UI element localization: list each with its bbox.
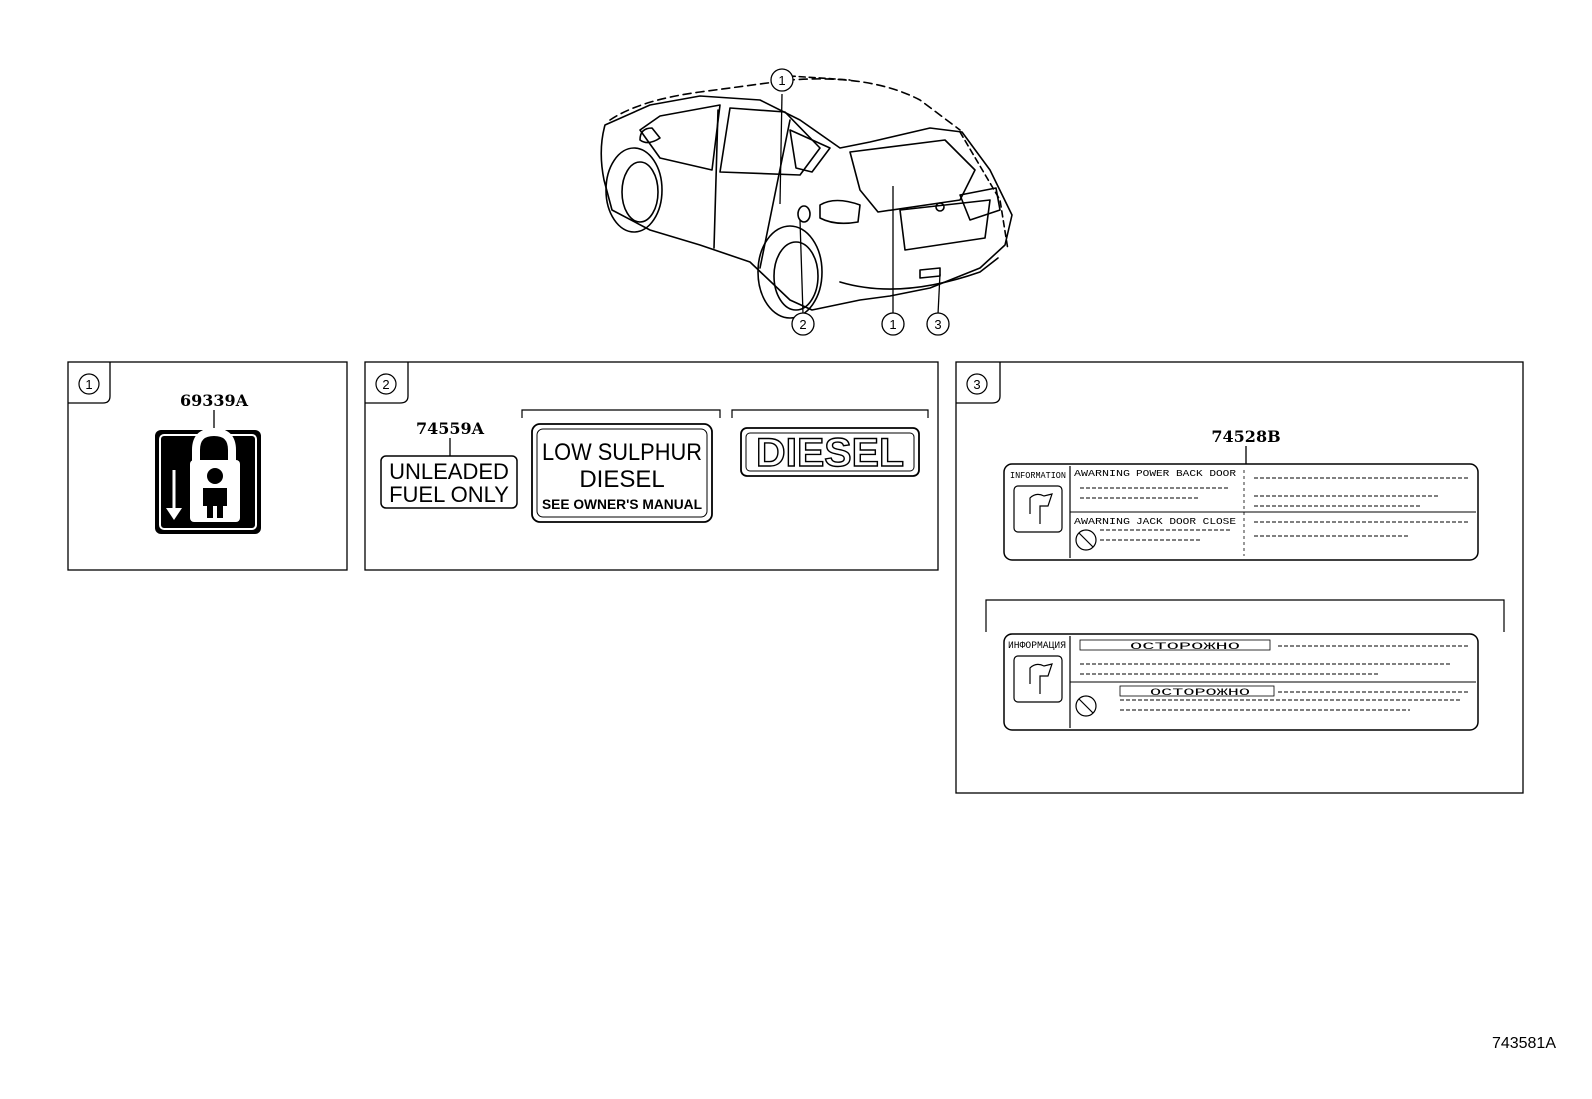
diesel-text: DIESEL xyxy=(756,431,904,475)
callout-1-top xyxy=(770,68,794,92)
vehicle-illustration xyxy=(600,75,1013,319)
panel-2: 2 74559A UNLEADED FUEL ONLY LOW SULPHUR … xyxy=(364,361,939,571)
panel-3-number: 3 xyxy=(973,377,980,392)
callout-1-bottom xyxy=(881,312,905,336)
callout-3-label: 3 xyxy=(934,317,941,332)
panel-1-number: 1 xyxy=(85,377,92,392)
info-text-ru: ИНФОРМАЦИЯ xyxy=(1008,641,1066,652)
info-text-en: INFORMATION xyxy=(1010,471,1066,481)
diesel-label: DIESEL xyxy=(740,427,920,477)
panel-3: 3 74528B INFORMATION AWARNING POWER BACK… xyxy=(955,361,1524,794)
panel-2-number: 2 xyxy=(382,377,389,392)
panel-1-part-number: 69339A xyxy=(180,391,249,410)
panel-1: 1 69339A xyxy=(67,361,348,571)
panel-1-frame xyxy=(67,361,348,571)
low-sulphur-line2: DIESEL xyxy=(579,466,664,493)
callout-1-top-label: 1 xyxy=(778,73,785,88)
warning-label-english xyxy=(1003,463,1479,561)
vehicle-callouts xyxy=(770,68,950,336)
figure-id: 743581A xyxy=(1492,1035,1556,1052)
callout-1-bottom-label: 1 xyxy=(889,317,896,332)
unleaded-line1: UNLEADED xyxy=(389,459,509,484)
warning1-text: POWER BACK DOOR xyxy=(1136,469,1237,479)
caution2-text: ОСТОРОЖНО xyxy=(1150,688,1250,699)
callout-3 xyxy=(926,312,950,336)
panel-2-frame xyxy=(364,361,939,571)
unleaded-fuel-label: UNLEADED FUEL ONLY xyxy=(380,455,518,509)
panel-3-part-number: 74528B xyxy=(1211,427,1280,446)
callout-2-label: 2 xyxy=(799,317,806,332)
low-sulphur-line1: LOW SULPHUR xyxy=(542,439,702,466)
low-sulphur-line3: SEE OWNER'S MANUAL xyxy=(542,496,702,512)
callout-2 xyxy=(791,312,815,336)
warning1-label: AWARNING xyxy=(1074,469,1130,479)
caution1-text: ОСТОРОЖНО xyxy=(1130,642,1240,653)
panel-2-part-number: 74559A xyxy=(416,419,485,438)
unleaded-line2: FUEL ONLY xyxy=(389,482,509,507)
panel-3-frame xyxy=(955,361,1524,794)
warning2-label: AWARNING xyxy=(1074,517,1130,527)
warning-label-russian xyxy=(1003,633,1479,731)
low-sulphur-diesel-label: LOW SULPHUR DIESEL SEE OWNER'S MANUAL xyxy=(531,423,713,523)
child-lock-icon xyxy=(155,427,261,534)
warning2-text: JACK DOOR CLOSE xyxy=(1136,517,1236,527)
